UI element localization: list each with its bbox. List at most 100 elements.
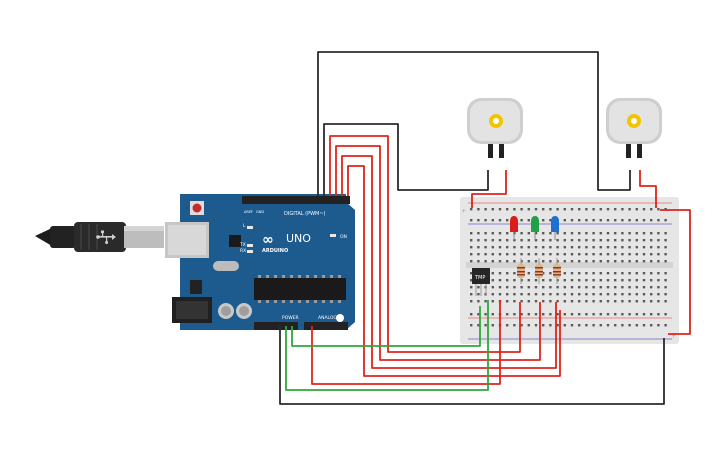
breadboard-hole[interactable]	[506, 260, 509, 263]
breadboard-hole[interactable]	[599, 293, 602, 296]
breadboard-hole[interactable]	[542, 260, 545, 263]
breadboard-hole[interactable]	[614, 239, 617, 242]
breadboard-hole[interactable]	[599, 313, 602, 316]
breadboard-hole[interactable]	[585, 253, 588, 256]
breadboard-hole[interactable]	[549, 324, 552, 327]
breadboard-hole[interactable]	[599, 279, 602, 282]
breadboard-hole[interactable]	[549, 286, 552, 289]
breadboard-hole[interactable]	[527, 219, 530, 222]
breadboard-hole[interactable]	[513, 208, 516, 211]
breadboard-hole[interactable]	[527, 239, 530, 242]
breadboard-hole[interactable]	[657, 300, 660, 303]
breadboard-hole[interactable]	[578, 313, 581, 316]
breadboard-hole[interactable]	[606, 253, 610, 256]
breadboard-hole[interactable]	[621, 219, 624, 222]
breadboard-hole[interactable]	[534, 300, 538, 303]
breadboard-hole[interactable]	[520, 313, 523, 316]
breadboard-hole[interactable]	[470, 324, 473, 327]
breadboard-hole[interactable]	[534, 293, 538, 296]
breadboard-hole[interactable]	[614, 300, 617, 303]
breadboard-hole[interactable]	[578, 253, 581, 256]
breadboard-hole[interactable]	[664, 293, 667, 296]
breadboard-hole[interactable]	[484, 313, 487, 316]
breadboard-hole[interactable]	[563, 279, 566, 282]
breadboard-hole[interactable]	[606, 293, 610, 296]
breadboard-hole[interactable]	[491, 313, 494, 316]
breadboard-hole[interactable]	[621, 293, 624, 296]
breadboard-hole[interactable]	[563, 324, 566, 327]
breadboard-hole[interactable]	[628, 246, 631, 249]
arduino-board[interactable]: ∞ UNO ARDUINO DIGITAL (PWM~) ON L TX RX …	[165, 194, 355, 330]
breadboard-hole[interactable]	[621, 313, 624, 316]
breadboard-hole[interactable]	[621, 232, 624, 235]
breadboard-hole[interactable]	[477, 246, 480, 249]
breadboard-hole[interactable]	[542, 293, 545, 296]
breadboard-hole[interactable]	[556, 279, 559, 282]
breadboard-hole[interactable]	[570, 208, 574, 211]
breadboard-hole[interactable]	[585, 286, 588, 289]
breadboard-hole[interactable]	[484, 219, 487, 222]
breadboard-hole[interactable]	[491, 253, 494, 256]
breadboard-hole[interactable]	[599, 208, 602, 211]
breadboard-hole[interactable]	[477, 324, 480, 327]
breadboard-hole[interactable]	[520, 219, 523, 222]
breadboard-hole[interactable]	[585, 324, 588, 327]
breadboard-hole[interactable]	[642, 293, 646, 296]
breadboard-hole[interactable]	[578, 208, 581, 211]
breadboard-hole[interactable]	[477, 260, 480, 263]
breadboard-hole[interactable]	[549, 279, 552, 282]
breadboard-hole[interactable]	[592, 313, 595, 316]
resistor[interactable]	[553, 258, 561, 284]
breadboard-hole[interactable]	[527, 300, 530, 303]
breadboard-hole[interactable]	[520, 232, 523, 235]
breadboard-hole[interactable]	[570, 219, 574, 222]
breadboard-hole[interactable]	[484, 239, 487, 242]
breadboard-hole[interactable]	[585, 232, 588, 235]
breadboard-hole[interactable]	[657, 260, 660, 263]
breadboard-hole[interactable]	[657, 219, 660, 222]
breadboard-hole[interactable]	[506, 272, 509, 275]
breadboard-hole[interactable]	[628, 272, 631, 275]
breadboard-hole[interactable]	[549, 272, 552, 275]
breadboard-hole[interactable]	[592, 279, 595, 282]
breadboard-hole[interactable]	[585, 293, 588, 296]
breadboard-hole[interactable]	[578, 272, 581, 275]
breadboard-hole[interactable]	[484, 324, 487, 327]
breadboard-hole[interactable]	[520, 324, 523, 327]
breadboard-hole[interactable]	[606, 208, 610, 211]
breadboard-hole[interactable]	[578, 246, 581, 249]
breadboard-hole[interactable]	[642, 239, 646, 242]
breadboard-hole[interactable]	[657, 253, 660, 256]
breadboard-hole[interactable]	[470, 272, 473, 275]
breadboard-hole[interactable]	[635, 300, 638, 303]
breadboard-hole[interactable]	[592, 253, 595, 256]
breadboard-hole[interactable]	[520, 286, 523, 289]
breadboard-hole[interactable]	[614, 272, 617, 275]
breadboard-hole[interactable]	[477, 239, 480, 242]
breadboard-hole[interactable]	[621, 253, 624, 256]
breadboard-hole[interactable]	[614, 313, 617, 316]
breadboard-hole[interactable]	[542, 219, 545, 222]
breadboard-hole[interactable]	[534, 324, 538, 327]
breadboard-hole[interactable]	[578, 286, 581, 289]
breadboard-hole[interactable]	[628, 324, 631, 327]
breadboard-hole[interactable]	[599, 272, 602, 275]
breadboard-hole[interactable]	[628, 239, 631, 242]
breadboard-hole[interactable]	[628, 260, 631, 263]
breadboard-hole[interactable]	[650, 208, 653, 211]
breadboard-hole[interactable]	[498, 286, 502, 289]
breadboard-hole[interactable]	[592, 272, 595, 275]
breadboard-hole[interactable]	[642, 253, 646, 256]
breadboard-hole[interactable]	[470, 313, 473, 316]
breadboard-hole[interactable]	[621, 324, 624, 327]
breadboard-hole[interactable]	[556, 208, 559, 211]
breadboard-hole[interactable]	[599, 286, 602, 289]
breadboard-hole[interactable]	[650, 279, 653, 282]
breadboard-hole[interactable]	[657, 239, 660, 242]
breadboard-hole[interactable]	[650, 286, 653, 289]
breadboard-hole[interactable]	[563, 219, 566, 222]
breadboard-hole[interactable]	[542, 272, 545, 275]
breadboard-hole[interactable]	[506, 293, 509, 296]
breadboard-hole[interactable]	[664, 246, 667, 249]
breadboard-hole[interactable]	[563, 313, 566, 316]
